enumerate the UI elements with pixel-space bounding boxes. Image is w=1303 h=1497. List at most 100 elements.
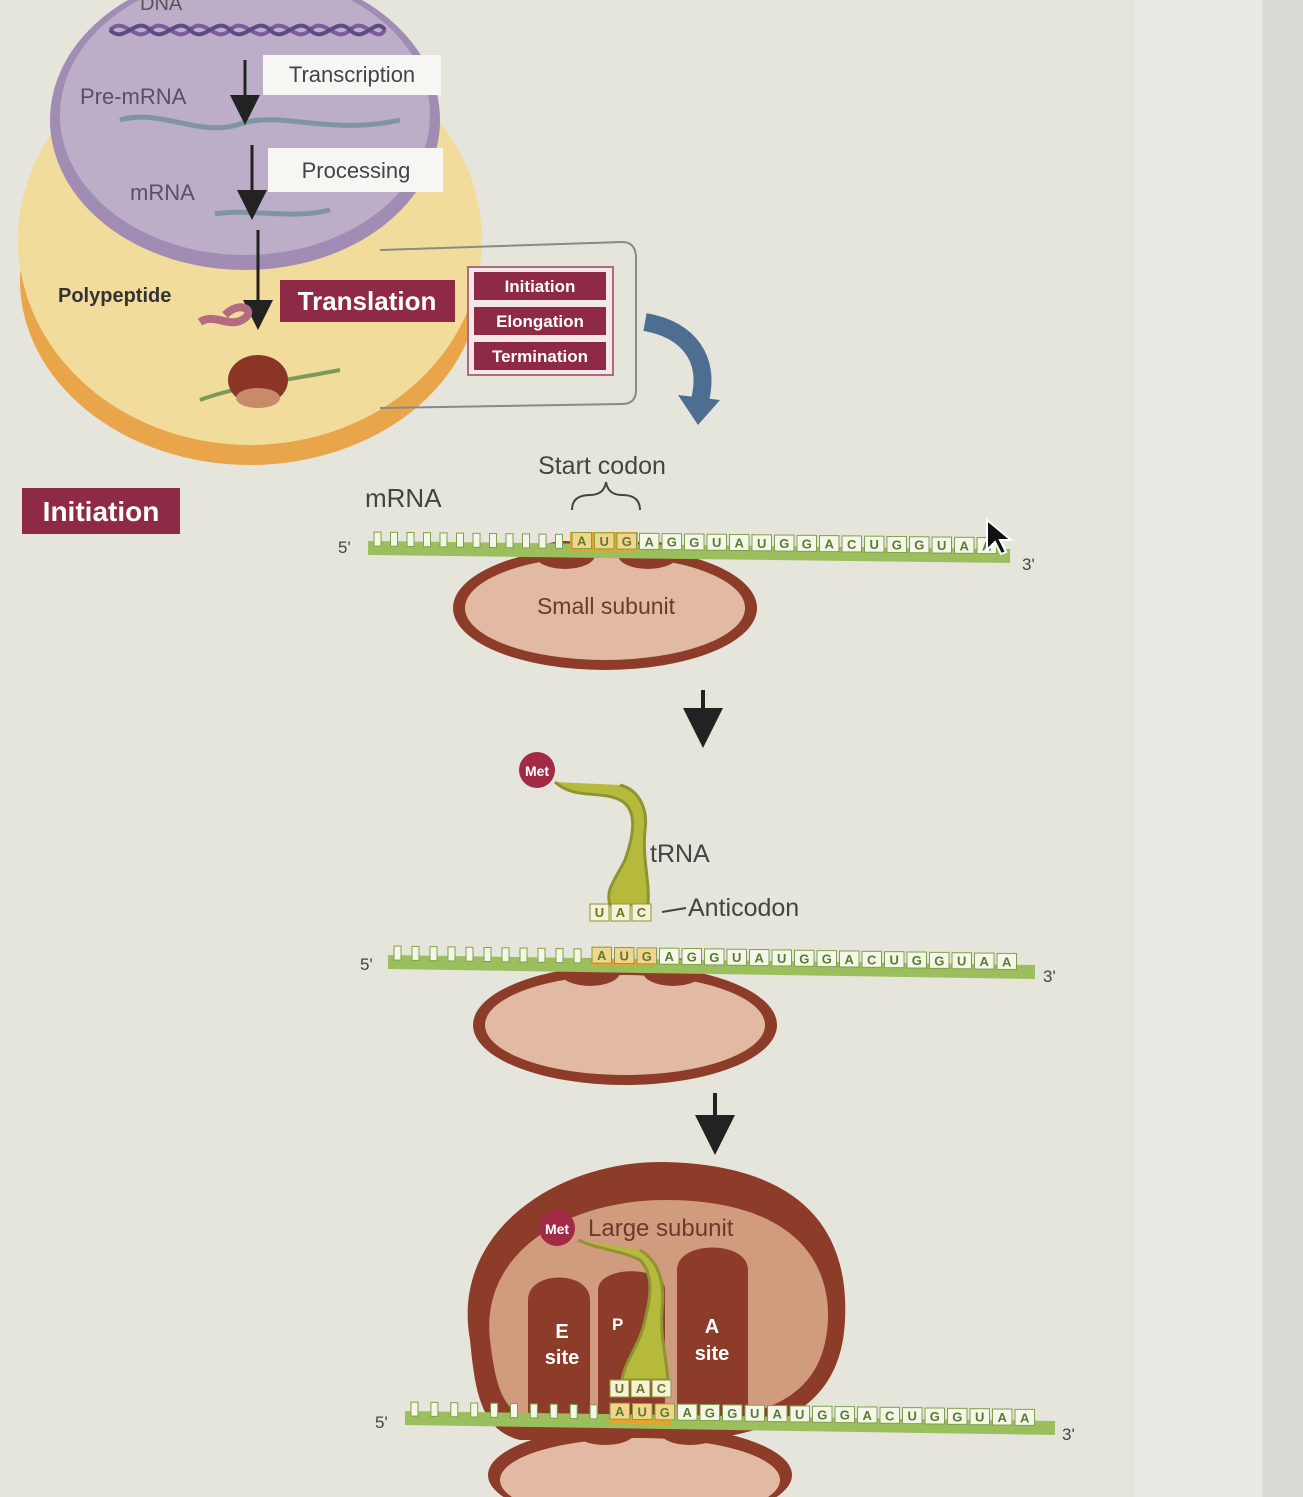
- step1-mrna-strand: [367, 541, 1011, 563]
- mrna-base-tick: [519, 947, 528, 963]
- mrna-base-box: [726, 948, 747, 966]
- mrna-base-tick: [470, 1402, 479, 1418]
- mrna-base-box: [886, 535, 907, 553]
- e-site: [528, 1277, 590, 1420]
- stage-stack: Initiation Elongation Termination: [467, 266, 614, 376]
- anticodon-base-box: [610, 903, 631, 922]
- mrna-base-box: [794, 949, 815, 967]
- mrna-base-letter: A: [998, 1410, 1008, 1425]
- mrna-base-letter: C: [885, 1408, 895, 1423]
- mrna-base-tick: [429, 946, 438, 962]
- mrna-base-box: [722, 1404, 743, 1422]
- mrna-base-letter: A: [755, 951, 765, 966]
- anticodon-base-letter: A: [616, 905, 626, 920]
- e-site-word: site: [545, 1347, 579, 1369]
- translation-box: [280, 280, 455, 322]
- codon-base-box: [614, 947, 635, 965]
- anticodon-base-box: [609, 1379, 630, 1398]
- step3-met-label: Met: [545, 1221, 569, 1237]
- mrna-base-tick: [573, 948, 582, 964]
- mrna-base-tick: [465, 946, 474, 962]
- dna-label: DNA: [140, 0, 183, 15]
- mrna-base-letter: G: [667, 535, 677, 550]
- zoom-arrow-head: [678, 395, 720, 425]
- mrna-base-box: [909, 536, 930, 554]
- mrna-base-box: [1014, 1408, 1035, 1426]
- anticodon-base-letter: C: [657, 1381, 667, 1396]
- polypeptide-chain: [197, 303, 253, 327]
- mrna-base-letter: G: [822, 952, 832, 967]
- mrna-base-tick: [538, 533, 547, 549]
- mrna-base-tick: [406, 531, 415, 547]
- mrna-base-box: [819, 535, 840, 553]
- mrna-base-letter: A: [683, 1405, 693, 1420]
- mrna-base-letter: G: [930, 1409, 940, 1424]
- mrna-base-letter: G: [802, 536, 812, 551]
- mrna-base-box: [902, 1407, 923, 1425]
- mrna-base-letter: A: [773, 1407, 783, 1422]
- start-codon-label: Start codon: [538, 452, 666, 480]
- large-subunit-label: Large subunit: [588, 1215, 734, 1242]
- mrna-base-tick: [430, 1401, 439, 1417]
- stage-elongation-label: Elongation: [496, 312, 584, 331]
- mrna-base-tick: [456, 532, 464, 548]
- mrna-base-box: [639, 532, 660, 550]
- anticodon-base-letter: A: [636, 1381, 646, 1396]
- mrna-base-tick: [373, 531, 382, 547]
- mrna-base-box: [677, 1403, 698, 1421]
- mrna-base-box: [974, 952, 995, 970]
- translation-label: Translation: [298, 286, 437, 316]
- processing-label: Processing: [302, 158, 411, 183]
- mrna-base-box: [706, 533, 727, 551]
- mrna-base-tick: [472, 532, 481, 548]
- mrna-base-letter: U: [750, 1406, 759, 1421]
- codon-base-box: [609, 1402, 630, 1420]
- a-site-letter: A: [705, 1316, 719, 1338]
- mrna-base-tick: [390, 531, 398, 547]
- mrna-base-tick: [423, 532, 431, 548]
- initiation-section-box: [22, 488, 180, 534]
- step1-five-prime: 5': [338, 538, 351, 557]
- mrna-base-letter: U: [890, 953, 899, 968]
- mrna-base-tick: [439, 532, 448, 548]
- mrna-base-box: [812, 1405, 833, 1423]
- codon-base-letter: U: [600, 534, 609, 549]
- mrna-base-letter: G: [914, 538, 924, 553]
- mrna-base-tick: [549, 1403, 558, 1419]
- anticodon-base-letter: C: [637, 905, 647, 920]
- stage-termination-box: [474, 342, 606, 370]
- stage-initiation-label: Initiation: [505, 277, 576, 296]
- mrna-base-tick: [501, 947, 510, 963]
- mrna-base-box: [857, 1406, 878, 1424]
- codon-base-letter: G: [622, 534, 632, 549]
- mrna-base-tick: [483, 946, 492, 962]
- mrna-base-letter: U: [908, 1409, 917, 1424]
- mrna-base-letter: G: [912, 953, 922, 968]
- mrna-base-letter: A: [1002, 954, 1012, 969]
- step3-met-circle: [539, 1210, 575, 1246]
- mrna-base-letter: A: [1020, 1410, 1030, 1425]
- stage-initiation-box: [474, 272, 606, 300]
- mrna-base-box: [884, 951, 905, 969]
- mrna-base-letter: G: [705, 1406, 715, 1421]
- mrna-base-box: [774, 534, 795, 552]
- mrna-base-tick: [411, 945, 420, 961]
- step3-small-subunit: [500, 1438, 780, 1497]
- mrna-base-letter: G: [779, 536, 789, 551]
- page-edge: [1262, 0, 1303, 1497]
- codon-base-box: [654, 1403, 675, 1421]
- step3-five-prime: 5': [375, 1413, 388, 1432]
- mrna-base-box: [992, 1408, 1013, 1426]
- step2-five-prime: 5': [360, 955, 373, 974]
- mrna-base-box: [661, 533, 682, 551]
- mrna-base-letter: U: [777, 951, 786, 966]
- mrna-base-letter: U: [712, 535, 721, 550]
- anticodon-base-box: [651, 1379, 672, 1398]
